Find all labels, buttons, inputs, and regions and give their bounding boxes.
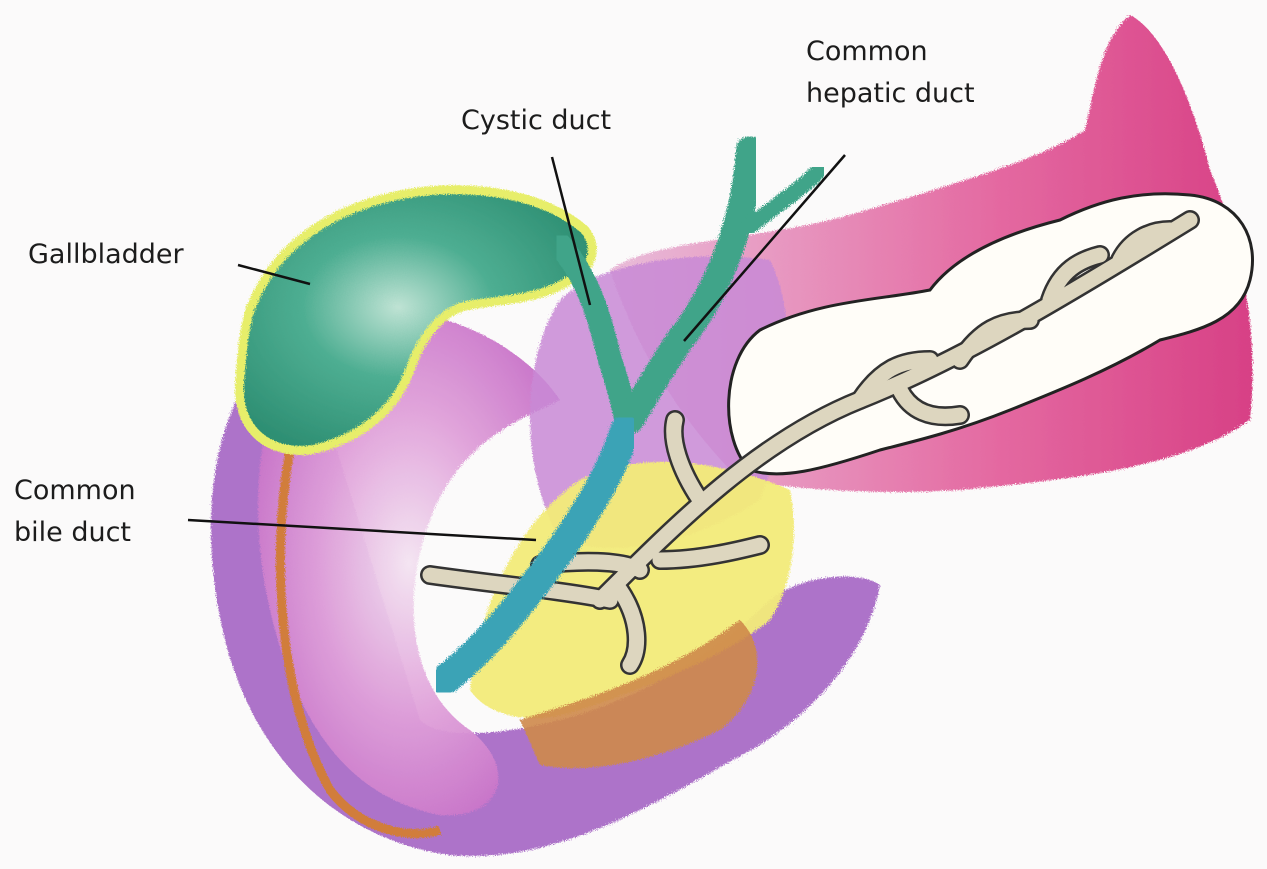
label-common-hepatic-duct: Common hepatic duct: [806, 31, 975, 115]
label-common-bile-duct: Common bile duct: [14, 470, 136, 554]
label-gallbladder: Gallbladder: [28, 234, 184, 276]
label-cystic-duct: Cystic duct: [461, 100, 611, 142]
